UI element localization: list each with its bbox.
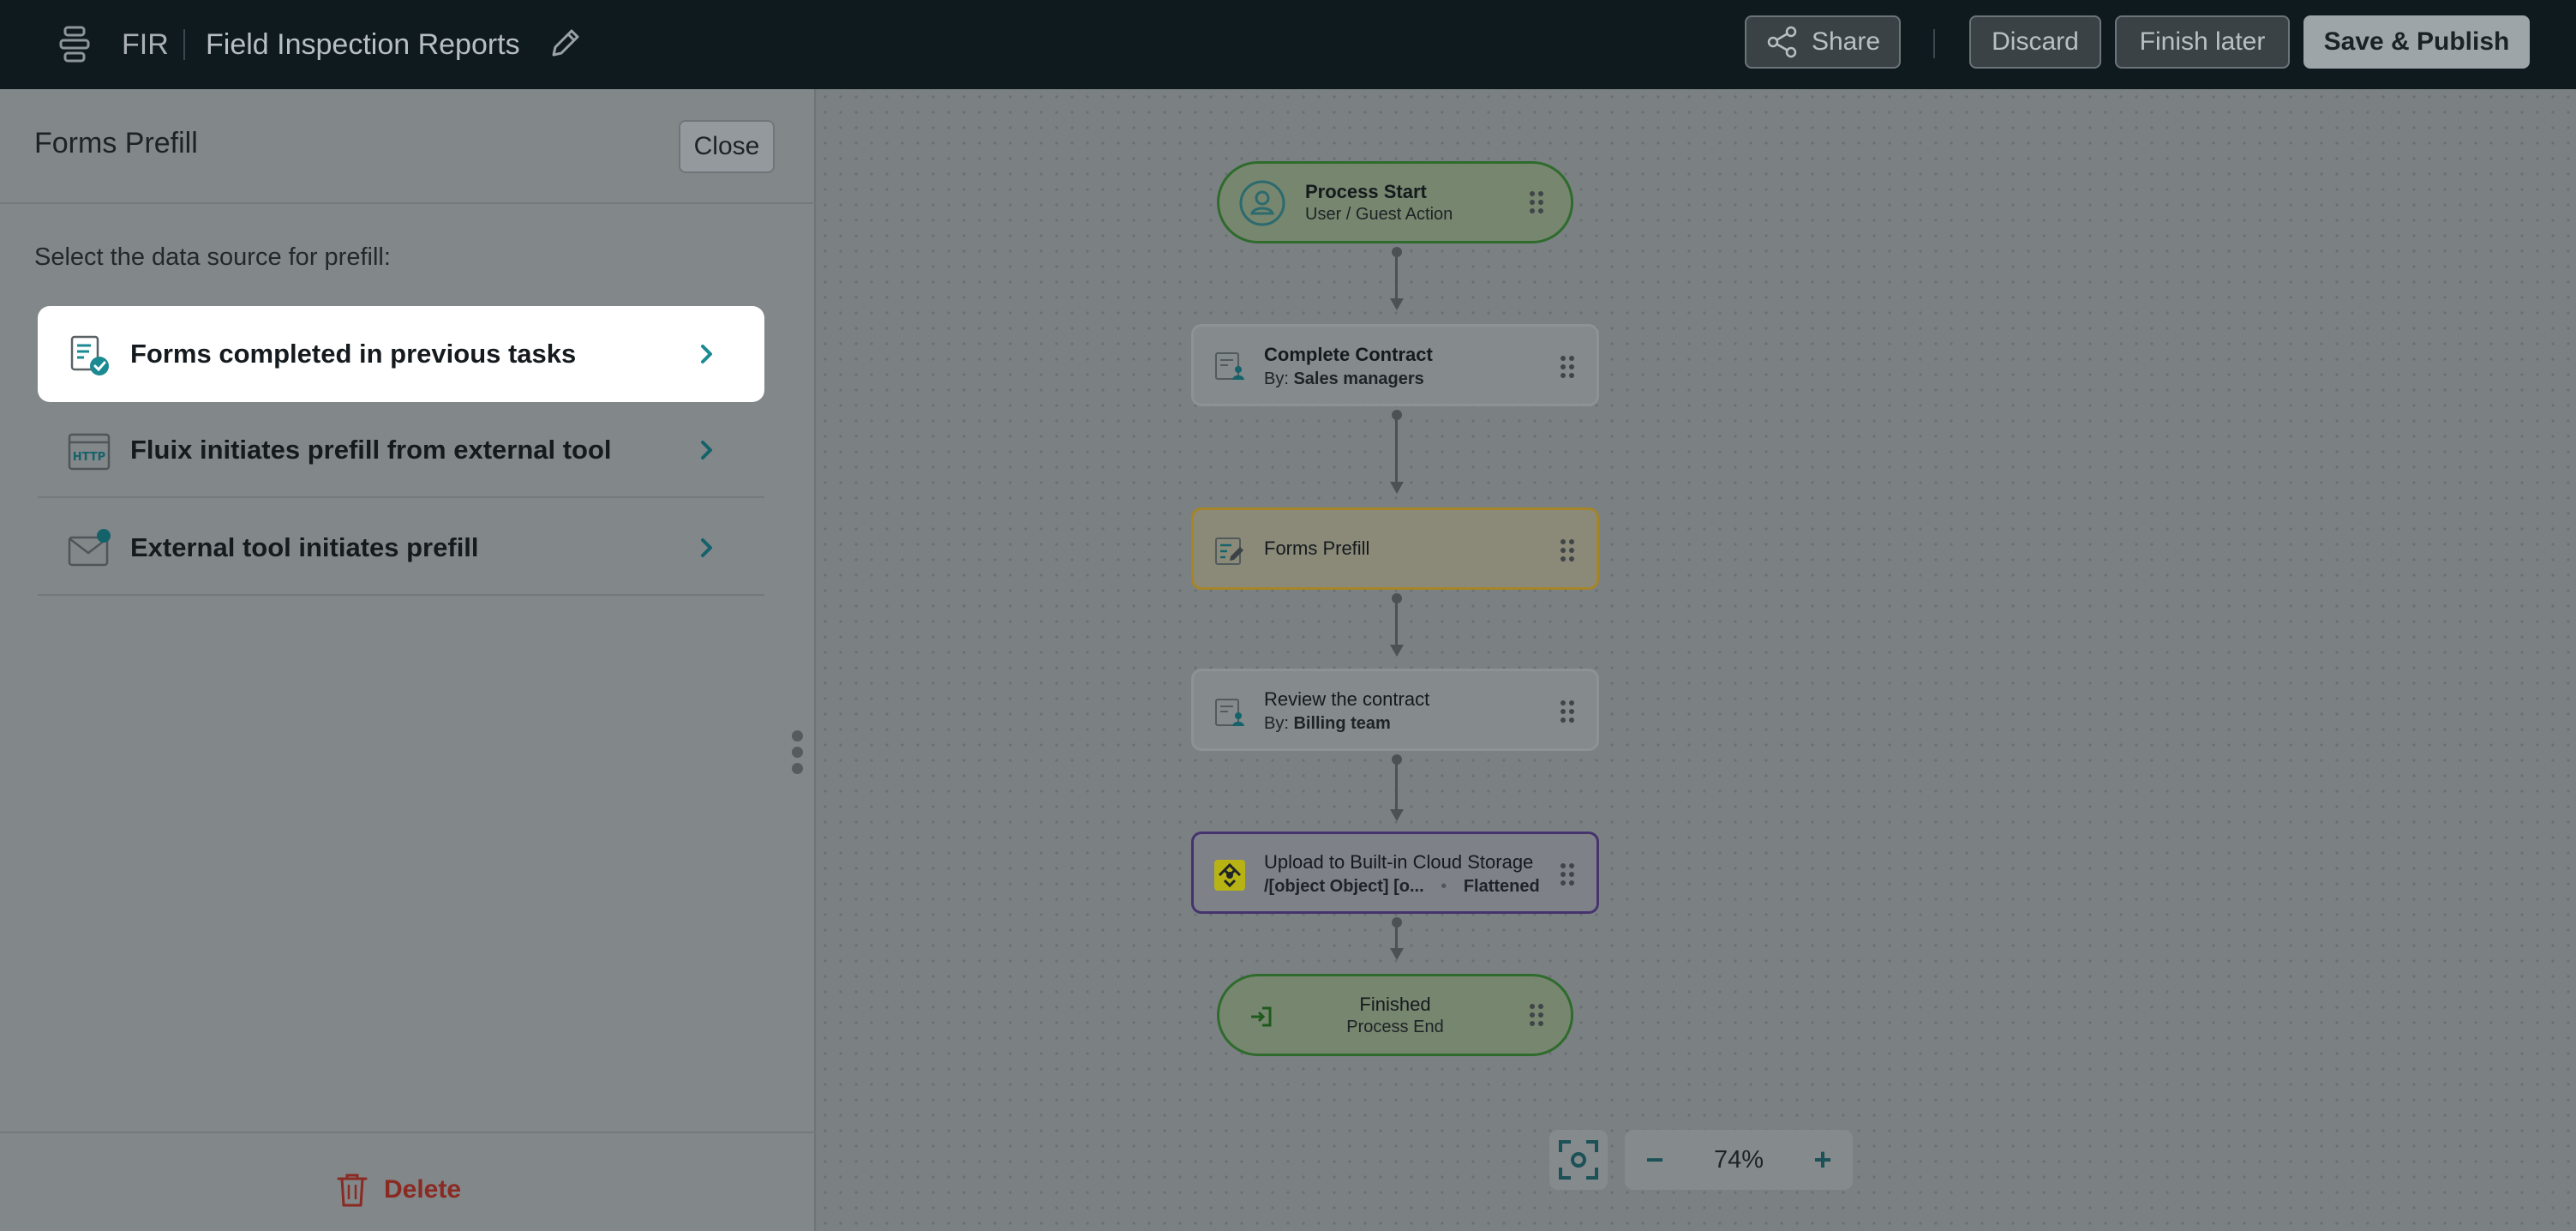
- panel-title: Forms Prefill: [34, 127, 198, 159]
- connector-dot: [1392, 917, 1402, 928]
- connector-line: [1395, 254, 1398, 302]
- node-assignee: By: Billing team: [1264, 714, 1391, 733]
- drag-handle-icon[interactable]: [1561, 539, 1576, 563]
- prefill-prompt: Select the data source for prefill:: [34, 243, 391, 271]
- mail-notification-icon: [68, 529, 111, 567]
- delete-button[interactable]: Delete: [336, 1166, 461, 1214]
- workflow-canvas[interactable]: Process Start User / Guest Action Comple…: [818, 89, 2576, 1231]
- zoom-level: 74%: [1713, 1146, 1764, 1174]
- connector-arrow: [1390, 809, 1404, 821]
- node-finished[interactable]: Finished Process End: [1217, 974, 1573, 1056]
- node-title: Complete Contract: [1264, 344, 1433, 365]
- http-icon: HTTP: [68, 433, 111, 471]
- chevron-right-icon: [701, 345, 712, 363]
- connector-dot: [1392, 247, 1402, 257]
- node-subtitle: Process End: [1346, 1018, 1444, 1036]
- node-title: Process Start: [1305, 181, 1427, 202]
- node-review-contract[interactable]: Review the contract By: Billing team: [1191, 669, 1599, 751]
- node-assignee: By: Sales managers: [1264, 369, 1424, 388]
- option-label: External tool initiates prefill: [130, 532, 479, 562]
- node-process-start[interactable]: Process Start User / Guest Action: [1217, 161, 1573, 243]
- node-title: Finished: [1359, 994, 1431, 1015]
- node-upload-cloud-storage[interactable]: Upload to Built-in Cloud Storage /[objec…: [1191, 832, 1599, 914]
- workflow-menu-icon[interactable]: [55, 22, 96, 67]
- pencil-icon[interactable]: [547, 24, 584, 62]
- connector-arrow: [1390, 645, 1404, 657]
- exit-icon: [1251, 1006, 1272, 1027]
- connector-dot: [1392, 593, 1402, 603]
- delete-label: Delete: [384, 1175, 462, 1204]
- trash-icon: [337, 1174, 368, 1207]
- connector-arrow: [1390, 298, 1404, 310]
- zoom-controls: − 74% +: [1625, 1130, 1853, 1190]
- connector-line: [1395, 761, 1398, 813]
- top-bar: FIR Field Inspection Reports Share Disca…: [0, 0, 2576, 89]
- divider: [1933, 29, 1935, 58]
- chevron-right-icon: [701, 538, 712, 557]
- connector-line: [1395, 600, 1398, 648]
- discard-button[interactable]: Discard: [1969, 15, 2101, 69]
- form-user-icon: [1215, 352, 1244, 380]
- divider: [183, 29, 185, 60]
- node-path: /[object Object] [o... • Flattened: [1264, 877, 1540, 896]
- panel-resize-handle[interactable]: [792, 730, 806, 782]
- connector-dot: [1392, 754, 1402, 765]
- option-fluix-initiates-prefill[interactable]: HTTP Fluix initiates prefill from extern…: [38, 402, 764, 498]
- svg-text:HTTP: HTTP: [73, 451, 105, 464]
- drag-handle-icon[interactable]: [1561, 356, 1576, 380]
- finish-later-button[interactable]: Finish later: [2115, 15, 2290, 69]
- connector-arrow: [1390, 948, 1404, 960]
- option-label: Forms completed in previous tasks: [130, 339, 577, 369]
- fit-screen-icon: [1559, 1140, 1598, 1180]
- zoom-in-button[interactable]: +: [1813, 1142, 1832, 1177]
- fit-to-screen-button[interactable]: [1549, 1130, 1608, 1190]
- divider: [0, 202, 816, 204]
- user-icon: [1239, 180, 1285, 226]
- zoom-out-button[interactable]: −: [1645, 1142, 1664, 1177]
- drag-handle-icon[interactable]: [1561, 700, 1576, 724]
- connector-dot: [1392, 410, 1402, 420]
- connector-line: [1395, 417, 1398, 485]
- option-external-tool-initiates[interactable]: External tool initiates prefill: [38, 500, 764, 596]
- node-title: Review the contract: [1264, 688, 1430, 710]
- form-check-icon: [70, 335, 109, 375]
- share-label: Share: [1811, 27, 1881, 56]
- drag-handle-icon[interactable]: [1530, 191, 1545, 215]
- close-button[interactable]: Close: [679, 120, 775, 173]
- cloud-storage-icon: [1214, 860, 1245, 891]
- node-title: Forms Prefill: [1264, 537, 1370, 559]
- node-forms-prefill[interactable]: Forms Prefill: [1191, 507, 1599, 590]
- share-button[interactable]: Share: [1745, 15, 1901, 69]
- drag-handle-icon[interactable]: [1530, 1004, 1545, 1028]
- chevron-right-icon: [701, 441, 712, 459]
- connector-arrow: [1390, 482, 1404, 494]
- node-subtitle: User / Guest Action: [1305, 205, 1453, 224]
- form-edit-icon: [1215, 537, 1243, 565]
- node-complete-contract[interactable]: Complete Contract By: Sales managers: [1191, 324, 1599, 406]
- forms-prefill-panel: Forms Prefill Close Select the data sour…: [0, 89, 816, 1231]
- share-icon: [1767, 26, 1797, 58]
- node-title: Upload to Built-in Cloud Storage: [1264, 851, 1534, 873]
- save-publish-button[interactable]: Save & Publish: [2303, 15, 2530, 69]
- option-forms-previous-tasks[interactable]: Forms completed in previous tasks: [38, 306, 764, 402]
- connector-line: [1395, 924, 1398, 952]
- form-user-icon: [1215, 699, 1244, 726]
- page-title: Field Inspection Reports: [206, 28, 520, 61]
- drag-handle-icon[interactable]: [1561, 863, 1576, 887]
- app-abbreviation: FIR: [122, 28, 169, 61]
- divider: [0, 1132, 816, 1133]
- option-label: Fluix initiates prefill from external to…: [130, 435, 612, 465]
